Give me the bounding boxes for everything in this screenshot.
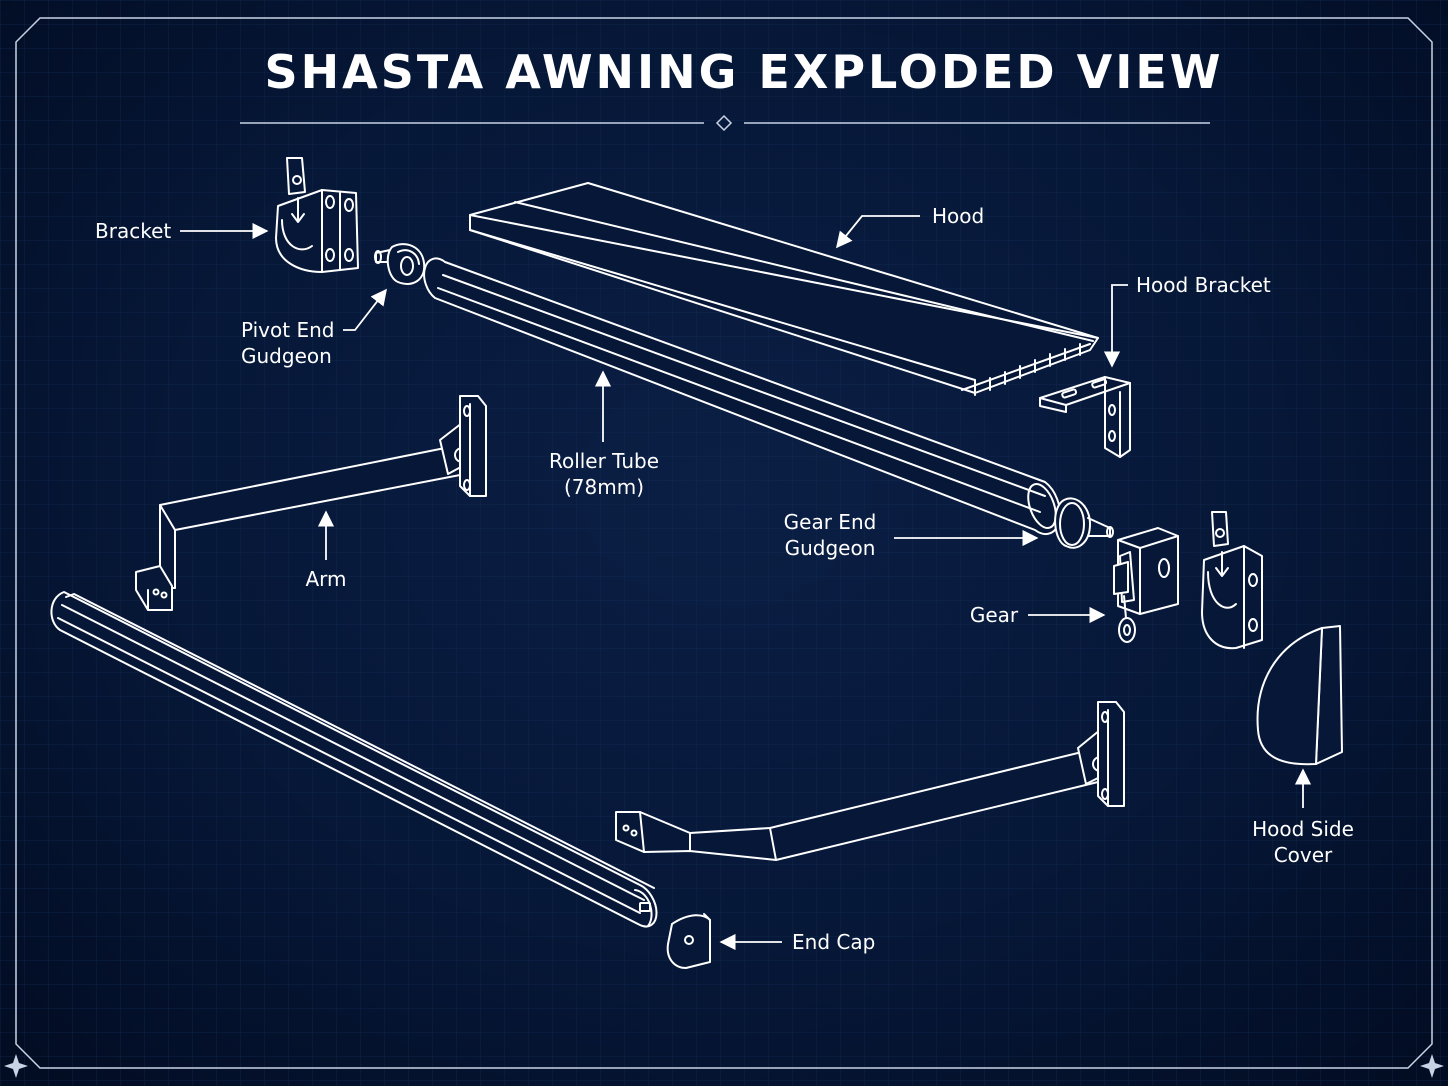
wall-bracket-left-part (275, 157, 359, 273)
end-cap-part (666, 913, 711, 969)
label-hood-side-cover-line2: Cover (1274, 843, 1333, 867)
hood-bracket-part (1039, 376, 1131, 458)
gear-part (1113, 527, 1179, 643)
front-bar-part (50, 591, 658, 928)
hood-side-cover-part (1256, 625, 1343, 766)
hood-part (469, 182, 1099, 396)
leader-hood-bracket (1103, 284, 1128, 368)
leader-hood (835, 215, 920, 249)
arm-left-part (135, 395, 487, 611)
label-gear-end-gudgeon-line1: Gear End (784, 510, 877, 534)
label-pivot-end-gudgeon-line2: Gudgeon (241, 344, 332, 368)
label-hood-bracket: Hood Bracket (1136, 273, 1271, 297)
frame-corner-stars (4, 1054, 1444, 1078)
title-divider (240, 114, 1210, 132)
gear-end-gudgeon-part (1054, 497, 1114, 549)
label-end-cap: End Cap (792, 930, 875, 954)
label-gear: Gear (970, 603, 1019, 627)
pivot-end-gudgeon-part (374, 243, 426, 285)
frame-border (15, 17, 1433, 1069)
label-pivot-end-gudgeon-line1: Pivot End (241, 318, 334, 342)
arm-right-part (615, 701, 1125, 861)
label-gear-end-gudgeon-line2: Gudgeon (785, 536, 876, 560)
page-title: SHASTA AWNING EXPLODED VIEW (265, 45, 1224, 99)
label-hood-side-cover-line1: Hood Side (1252, 817, 1354, 841)
wall-bracket-right-part (1201, 511, 1263, 650)
label-roller-tube-line2: (78mm) (564, 475, 644, 499)
label-arm: Arm (305, 567, 346, 591)
roller-tube-part (423, 257, 1062, 536)
leader-pivot-end-gudgeon (343, 288, 387, 331)
label-bracket: Bracket (95, 219, 171, 243)
label-hood: Hood (932, 204, 984, 228)
label-roller-tube-line1: Roller Tube (549, 449, 659, 473)
